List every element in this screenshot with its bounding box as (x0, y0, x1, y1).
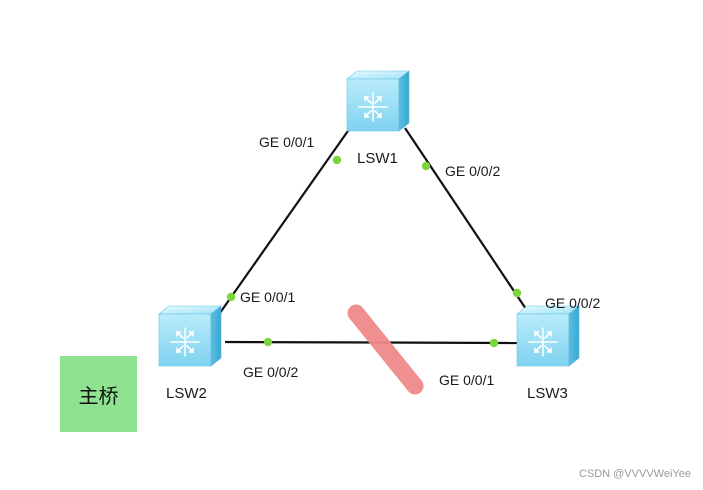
port-label-lsw3-ge1: GE 0/0/1 (439, 372, 494, 388)
device-label-lsw2: LSW2 (166, 385, 207, 402)
link-lsw1-lsw2 (214, 127, 351, 321)
port-label-lsw2-ge2: GE 0/0/2 (243, 364, 298, 380)
port-label-lsw1-ge1: GE 0/0/1 (259, 134, 314, 150)
root-bridge-badge: 主桥 (60, 356, 137, 432)
port-dot-lsw1-ge1 (332, 155, 342, 165)
port-dot-lsw2-ge2 (263, 337, 273, 347)
port-dot-lsw3-ge1 (489, 338, 499, 348)
switch-lsw1-icon[interactable] (346, 70, 410, 132)
port-label-lsw3-ge2: GE 0/0/2 (545, 295, 600, 311)
port-dot-lsw2-ge1 (226, 292, 236, 302)
device-label-lsw1: LSW1 (357, 150, 398, 167)
switch-lsw3-icon[interactable] (516, 305, 580, 367)
device-label-lsw3: LSW3 (527, 385, 568, 402)
port-dot-lsw1-ge2 (421, 161, 431, 171)
blocked-link-marker (347, 304, 424, 395)
link-lsw1-lsw3 (404, 127, 531, 316)
root-bridge-label: 主桥 (78, 383, 119, 408)
port-label-lsw2-ge1: GE 0/0/1 (240, 289, 295, 305)
port-dot-lsw3-ge2 (512, 288, 522, 298)
watermark: CSDN @VVVVWeiYee (578, 468, 691, 480)
switch-lsw2-icon[interactable] (158, 305, 222, 367)
port-label-lsw1-ge2: GE 0/0/2 (445, 163, 500, 179)
